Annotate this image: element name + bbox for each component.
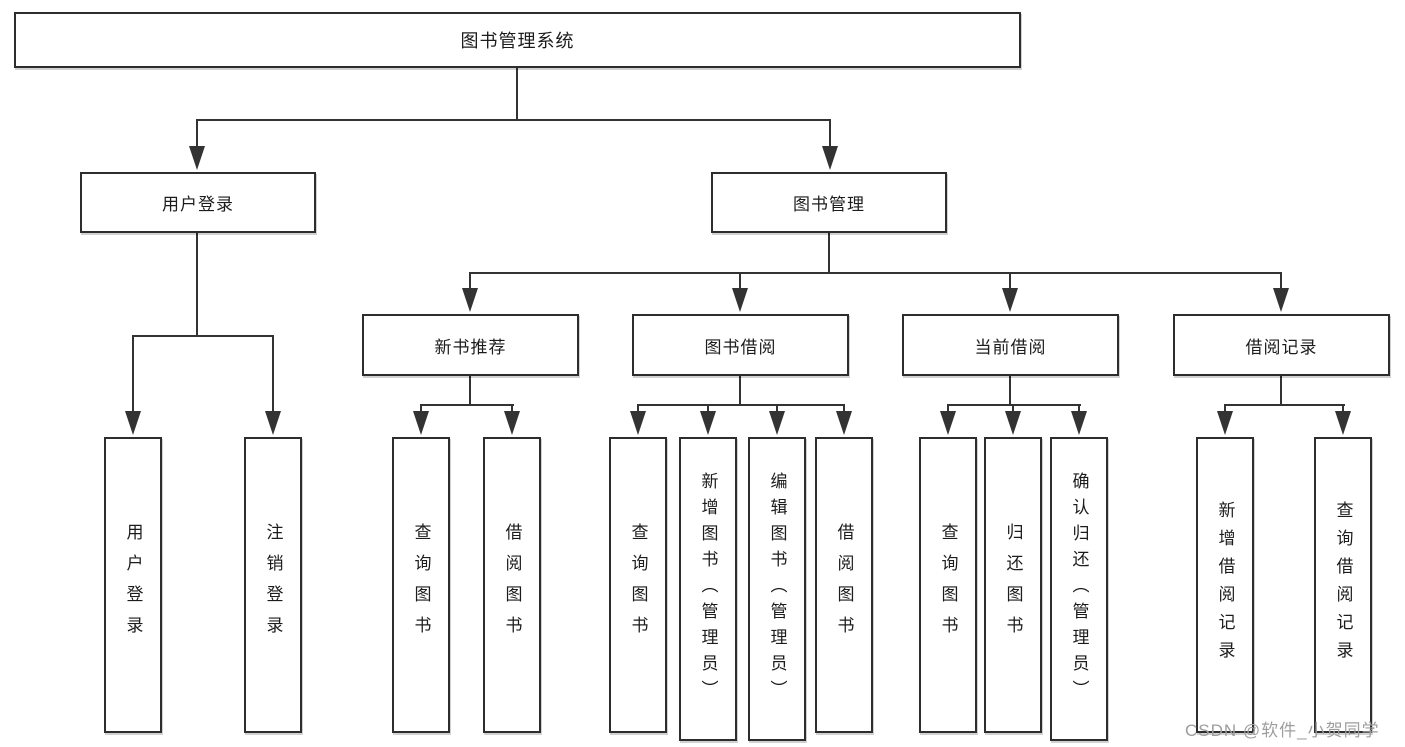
- leaf-label: 查询借阅记录: [1333, 501, 1353, 669]
- leaf-label: 查询图书: [628, 523, 648, 647]
- connector-line: [1280, 273, 1282, 288]
- connector-line: [947, 404, 1081, 406]
- connector-line: [1224, 405, 1226, 411]
- connector-line: [1012, 405, 1014, 411]
- connector-line: [272, 336, 274, 411]
- connector-line: [516, 68, 518, 120]
- leaf-label: 借阅图书: [834, 523, 854, 647]
- connector-line: [196, 119, 831, 121]
- connector-line: [829, 120, 831, 148]
- arrowhead-down-icon: [1335, 411, 1351, 435]
- node-leaf-user-login: 用户登录: [104, 437, 162, 733]
- connector-line: [469, 273, 471, 288]
- connector-line: [637, 405, 639, 411]
- leaf-label: 借阅图书: [502, 523, 522, 647]
- arrowhead-down-icon: [822, 146, 838, 170]
- leaf-label: 新增图书（管理员）: [698, 472, 718, 706]
- arrowhead-down-icon: [1005, 411, 1021, 435]
- node-book-borrowing: 图书借阅: [632, 314, 849, 376]
- arrowhead-down-icon: [1002, 288, 1018, 312]
- connector-line: [196, 120, 198, 148]
- connector-line: [1009, 273, 1011, 288]
- connector-line: [420, 405, 422, 411]
- connector-line: [469, 376, 471, 405]
- leaf-label: 查询图书: [411, 523, 431, 647]
- node-leaf-query-books-recommend: 查询图书: [392, 437, 450, 733]
- arrowhead-down-icon: [700, 411, 716, 435]
- node-leaf-query-borrow-record: 查询借阅记录: [1314, 437, 1372, 733]
- leaf-label: 注销登录: [263, 523, 283, 647]
- connector-line: [1078, 405, 1080, 411]
- node-new-book-recommendation: 新书推荐: [362, 314, 579, 376]
- connector-line: [469, 272, 1282, 274]
- arrowhead-down-icon: [940, 411, 956, 435]
- watermark: CSDN @软件_小贺同学: [1185, 721, 1380, 740]
- node-borrowing-records: 借阅记录: [1173, 314, 1390, 376]
- connector-line: [947, 405, 949, 411]
- node-leaf-add-books-admin: 新增图书（管理员）: [679, 437, 737, 741]
- connector-line: [132, 336, 134, 411]
- node-leaf-add-borrow-record: 新增借阅记录: [1196, 437, 1254, 733]
- arrowhead-down-icon: [125, 411, 141, 435]
- leaf-label: 用户登录: [123, 523, 143, 647]
- node-leaf-return-books: 归还图书: [984, 437, 1042, 733]
- connector-line: [132, 335, 274, 337]
- node-leaf-logout: 注销登录: [244, 437, 302, 733]
- leaf-label: 查询图书: [938, 523, 958, 647]
- leaf-label: 新增借阅记录: [1215, 501, 1235, 669]
- node-leaf-query-books-current: 查询图书: [919, 437, 977, 733]
- arrowhead-down-icon: [630, 411, 646, 435]
- connector-line: [1280, 376, 1282, 405]
- connector-line: [739, 376, 741, 405]
- connector-line: [739, 273, 741, 288]
- connector-line: [1342, 405, 1344, 411]
- arrowhead-down-icon: [1273, 288, 1289, 312]
- arrowhead-down-icon: [732, 288, 748, 312]
- connector-line: [637, 404, 845, 406]
- connector-line: [511, 405, 513, 411]
- connector-line: [420, 404, 514, 406]
- node-current-borrowing: 当前借阅: [902, 314, 1119, 376]
- leaf-label: 归还图书: [1003, 523, 1023, 647]
- node-leaf-confirm-return-admin: 确认归还（管理员）: [1050, 437, 1108, 741]
- node-leaf-query-books-borrowing: 查询图书: [609, 437, 667, 733]
- arrowhead-down-icon: [462, 288, 478, 312]
- arrowhead-down-icon: [1071, 411, 1087, 435]
- arrowhead-down-icon: [1217, 411, 1233, 435]
- node-book-management: 图书管理: [711, 172, 947, 233]
- leaf-label: 编辑图书（管理员）: [767, 472, 787, 706]
- connector-line: [1224, 404, 1345, 406]
- arrowhead-down-icon: [189, 146, 205, 170]
- node-leaf-borrow-books: 借阅图书: [815, 437, 873, 733]
- connector-line: [196, 233, 198, 336]
- node-leaf-borrow-books-recommend: 借阅图书: [483, 437, 541, 733]
- node-user-login: 用户登录: [80, 172, 316, 233]
- node-library-management-system: 图书管理系统: [14, 12, 1021, 68]
- leaf-label: 确认归还（管理员）: [1069, 472, 1089, 706]
- arrowhead-down-icon: [504, 411, 520, 435]
- connector-line: [776, 405, 778, 411]
- arrowhead-down-icon: [413, 411, 429, 435]
- arrowhead-down-icon: [836, 411, 852, 435]
- connector-line: [1009, 376, 1011, 405]
- arrowhead-down-icon: [265, 411, 281, 435]
- connector-line: [707, 405, 709, 411]
- node-leaf-edit-books-admin: 编辑图书（管理员）: [748, 437, 806, 741]
- connector-line: [828, 233, 830, 273]
- connector-line: [843, 405, 845, 411]
- arrowhead-down-icon: [769, 411, 785, 435]
